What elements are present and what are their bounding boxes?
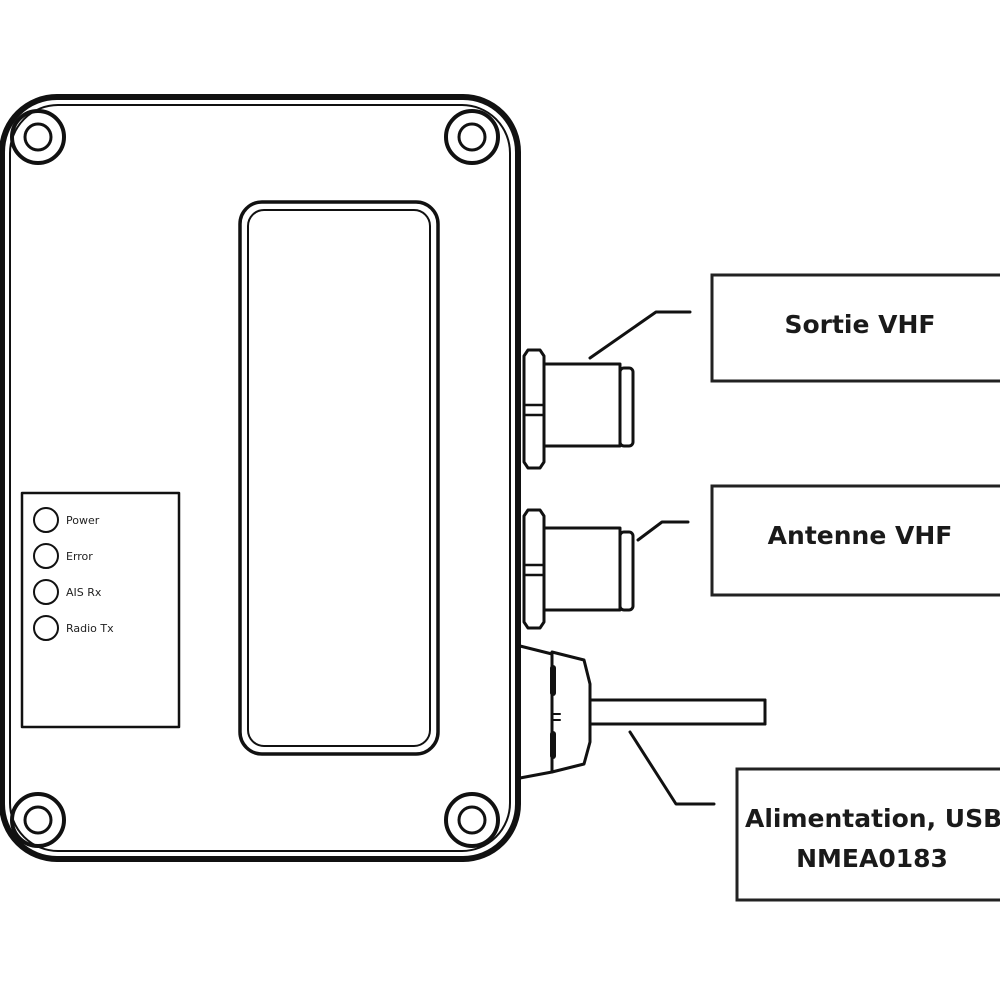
led-error-label: Error [66,550,93,563]
led-power-indicator [33,507,59,533]
leader-antenne-vhf [636,520,690,542]
callout-sortie-vhf-label: Sortie VHF [784,310,935,339]
screw-top-left [10,109,66,165]
callout-sortie-vhf-box [710,273,1000,383]
led-ais-rx: AIS Rx [33,579,102,605]
led-ais-rx-indicator [33,579,59,605]
display-window [238,200,440,756]
led-power: Power [33,507,100,533]
leader-power [628,730,716,806]
enclosure-inner [9,104,511,852]
led-panel: Power Error AIS Rx Radio Tx [20,491,181,729]
screws [10,109,500,848]
leader-sortie-vhf [588,310,692,360]
callout-antenne-vhf-box [710,484,1000,597]
led-power-label: Power [66,514,100,527]
enclosure-outer [0,94,521,862]
connector-sortie-vhf [522,348,635,470]
led-error: Error [33,543,93,569]
callout-power-line1: Alimentation, USB, [745,804,1000,833]
led-ais-rx-label: AIS Rx [66,586,102,599]
cable [588,698,767,726]
enclosure [0,94,521,862]
screw-bottom-left [10,792,66,848]
screw-bottom-right [444,792,500,848]
led-radio-tx-label: Radio Tx [66,622,114,635]
callout-antenne-vhf: Antenne VHF [710,484,1000,597]
led-radio-tx-indicator [33,615,59,641]
callout-power-box [735,767,1000,902]
callout-power-line2: NMEA0183 [796,844,948,873]
connector-antenne-vhf [522,508,635,630]
callout-sortie-vhf: Sortie VHF [710,273,1000,383]
callout-power: Alimentation, USB, NMEA0183 [735,767,1000,902]
cable-gland [518,644,592,780]
callout-antenne-vhf-label: Antenne VHF [768,521,953,550]
led-panel-frame [20,491,181,729]
led-error-indicator [33,543,59,569]
screw-top-right [444,109,500,165]
led-radio-tx: Radio Tx [33,615,114,641]
leader-lines [588,310,716,806]
